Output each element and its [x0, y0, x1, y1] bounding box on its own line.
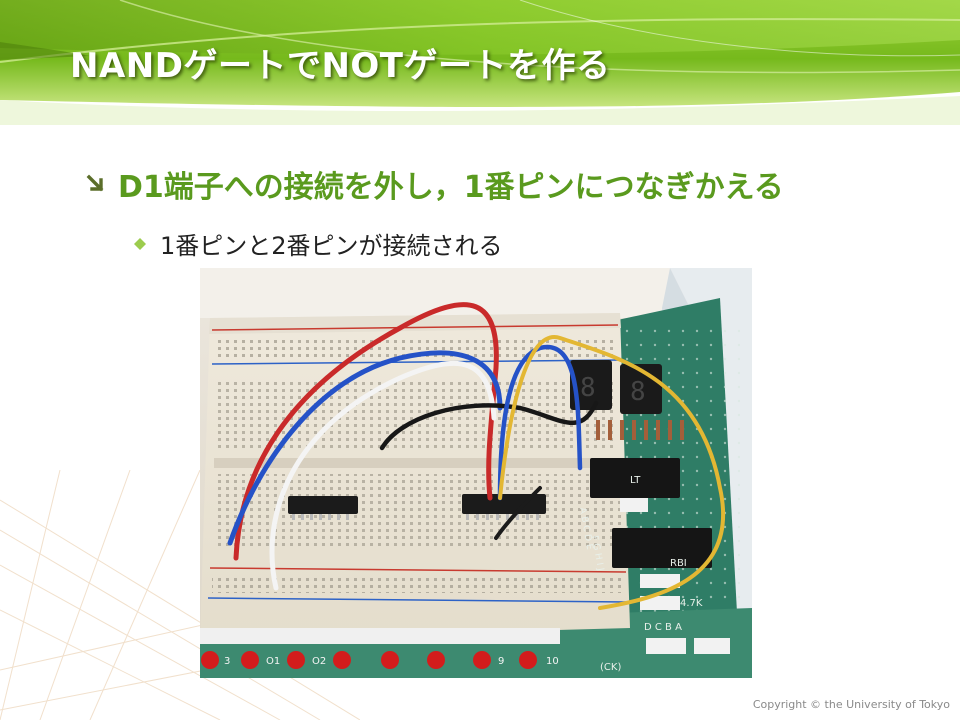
header-band: [0, 0, 960, 125]
seven-segment-displays: 8 8: [570, 360, 662, 414]
svg-text:8: 8: [630, 377, 646, 407]
diamond-bullet-icon: [134, 237, 146, 250]
bullet-text: D1端子への接続を外し，1番ピンにつなぎかえる: [118, 170, 784, 205]
bullet-level-2: 1番ピンと2番ピンが接続される: [134, 226, 503, 261]
board-label: 4.7K: [680, 598, 703, 609]
led-label: 3: [224, 656, 230, 667]
led-label: O1: [266, 656, 280, 667]
header-connector: [640, 574, 680, 588]
board-label: RBI: [670, 558, 687, 569]
arrow-down-right-icon: [86, 174, 104, 192]
board-label: LT: [630, 475, 641, 486]
jumper-wires: [227, 302, 726, 610]
bullet-text: 1番ピンと2番ピンが接続される: [160, 232, 503, 260]
bullet-level-1: D1端子への接続を外し，1番ピンにつなぎかえる: [84, 162, 784, 206]
ic-chip-left: [288, 496, 358, 520]
resistor-array: [596, 420, 684, 440]
board-ic-top: [590, 458, 680, 498]
led-label: 10: [546, 656, 559, 667]
header-connector: [620, 498, 648, 512]
slide-title: NANDゲートでNOTゲートを作る: [70, 46, 611, 86]
header-connector: [640, 596, 680, 610]
header-connector: [694, 638, 730, 654]
led-label: 9: [498, 656, 504, 667]
header-connector: [646, 638, 686, 654]
ic-chip-center: [462, 494, 546, 520]
led-label: O2: [312, 656, 326, 667]
copyright-notice: Copyright © the University of Tokyo: [752, 698, 950, 711]
svg-text:8: 8: [580, 373, 596, 403]
board-ic-bottom: [612, 528, 712, 568]
led-row: [200, 628, 560, 669]
breadboard-photo: 8 8 LT RBI 4.7K D C B A (CK) A B C D E F…: [200, 268, 752, 678]
board-label: (CK): [600, 662, 621, 673]
board-label: D C B A: [644, 622, 682, 633]
